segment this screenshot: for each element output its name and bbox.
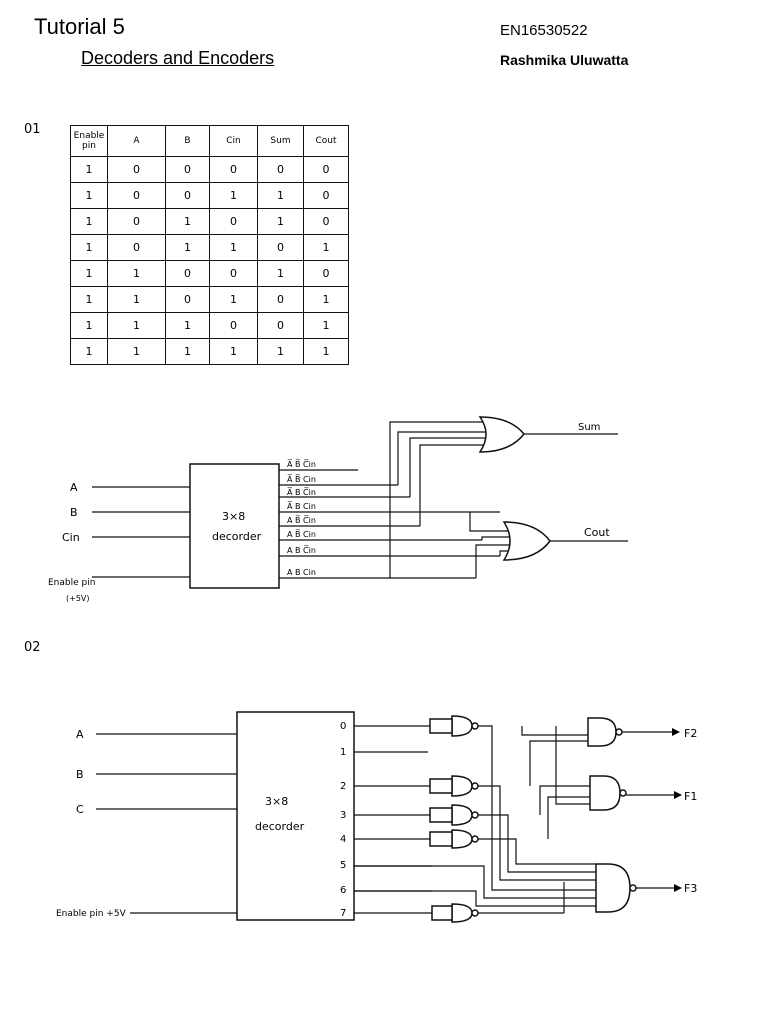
- q2-circuit: A B C Enable pin +5V 3×8 decorder 0 1 2 …: [56, 711, 697, 923]
- q2-decoder-label-name: decorder: [255, 820, 305, 833]
- q2-decoder-block: [236, 711, 355, 921]
- table-cell: 1: [209, 182, 258, 209]
- truth-table-header-cell: Sum: [257, 125, 304, 157]
- q2-pin-1: 1: [340, 747, 346, 758]
- table-cell: 1: [165, 338, 210, 365]
- table-cell: 1: [209, 338, 258, 365]
- q1-decoder-label-size: 3×8: [222, 510, 245, 523]
- q2-input-c-label: C: [76, 803, 84, 816]
- q1-decoder-output-3: A̅ B Cin: [287, 501, 316, 511]
- q2-pin-3: 3: [340, 810, 346, 821]
- q1-input-a-label: A: [70, 481, 78, 494]
- question-2-label: 02: [24, 640, 41, 655]
- q2-output-f2: F2: [684, 727, 697, 740]
- table-cell: 0: [209, 156, 258, 183]
- q2-decoder-label-size: 3×8: [265, 795, 288, 808]
- table-cell: 0: [107, 234, 166, 261]
- q1-decoder-output-4: A B̅ C̅in: [287, 515, 316, 525]
- truth-table-header-cell: Cout: [303, 125, 349, 157]
- table-cell: 1: [209, 234, 258, 261]
- table-cell: 1: [70, 182, 108, 209]
- q2-f1-nand-gate: [589, 775, 621, 811]
- q1-circuit: A B Cin Enable pin (+5V) 3×8 decorder A̅…: [48, 416, 628, 603]
- author-name: Rashmika Uluwatta: [500, 52, 629, 68]
- q1-decoder-output-7: A B Cin: [287, 568, 316, 577]
- student-id: EN16530522: [500, 22, 588, 39]
- q1-cout-label: Cout: [584, 526, 610, 539]
- q2-input-a-label: A: [76, 728, 84, 741]
- table-cell: 1: [209, 286, 258, 313]
- q2-pin-2: 2: [340, 781, 346, 792]
- q2-enable-label: Enable pin +5V: [56, 909, 127, 919]
- question-1-label: 01: [24, 122, 41, 137]
- q2-output-f3: F3: [684, 882, 697, 895]
- q1-enable-voltage: (+5V): [66, 594, 90, 603]
- table-cell: 0: [257, 156, 304, 183]
- table-cell: 1: [70, 338, 108, 365]
- q1-decoder-output-1: A̅ B̅ Cin: [287, 474, 316, 484]
- table-cell: 0: [303, 182, 349, 209]
- q1-input-cin-label: Cin: [62, 531, 80, 544]
- q2-input-b-label: B: [76, 768, 84, 781]
- q2-output-f1: F1: [684, 790, 697, 803]
- q1-decoder-output-5: A B̅ Cin: [287, 529, 316, 539]
- table-cell: 0: [165, 286, 210, 313]
- table-cell: 1: [107, 312, 166, 339]
- table-cell: 0: [107, 156, 166, 183]
- table-cell: 0: [257, 234, 304, 261]
- table-cell: 1: [70, 260, 108, 287]
- q1-decoder-output-0: A̅ B̅ C̅in: [287, 459, 316, 469]
- table-cell: 0: [303, 208, 349, 235]
- page-title: Tutorial 5: [34, 14, 125, 39]
- table-cell: 1: [70, 312, 108, 339]
- table-cell: 1: [303, 312, 349, 339]
- table-cell: 1: [107, 338, 166, 365]
- page-subtitle: Decoders and Encoders: [81, 48, 275, 68]
- table-cell: 1: [257, 182, 304, 209]
- q2-inverter-gates: [429, 715, 479, 923]
- table-cell: 0: [303, 156, 349, 183]
- q2-pin-0: 0: [340, 721, 346, 732]
- table-cell: 0: [165, 182, 210, 209]
- q1-cout-or-gate: [502, 521, 551, 561]
- q1-sum-label: Sum: [578, 422, 600, 433]
- q1-decoder-output-2: A̅ B C̅in: [287, 487, 316, 497]
- q2-pin-6: 6: [340, 885, 346, 896]
- q1-input-b-label: B: [70, 506, 78, 519]
- q1-decoder-block: [189, 463, 280, 589]
- table-cell: 1: [303, 338, 349, 365]
- q2-pin-7: 7: [340, 908, 346, 919]
- q2-f2-nand-gate: [587, 717, 617, 747]
- table-cell: 1: [165, 312, 210, 339]
- table-cell: 1: [107, 260, 166, 287]
- q2-f3-nand-gate: [595, 863, 631, 913]
- table-cell: 1: [70, 286, 108, 313]
- q1-decoder-label-name: decorder: [212, 530, 262, 543]
- q1-decoder-output-6: A B C̅in: [287, 545, 316, 555]
- q1-enable-label: Enable pin: [48, 578, 95, 588]
- q2-pin-4: 4: [340, 834, 346, 845]
- table-cell: 0: [107, 208, 166, 235]
- q1-sum-or-gate: [478, 416, 525, 453]
- table-cell: 0: [257, 312, 304, 339]
- q2-pin-5: 5: [340, 860, 346, 871]
